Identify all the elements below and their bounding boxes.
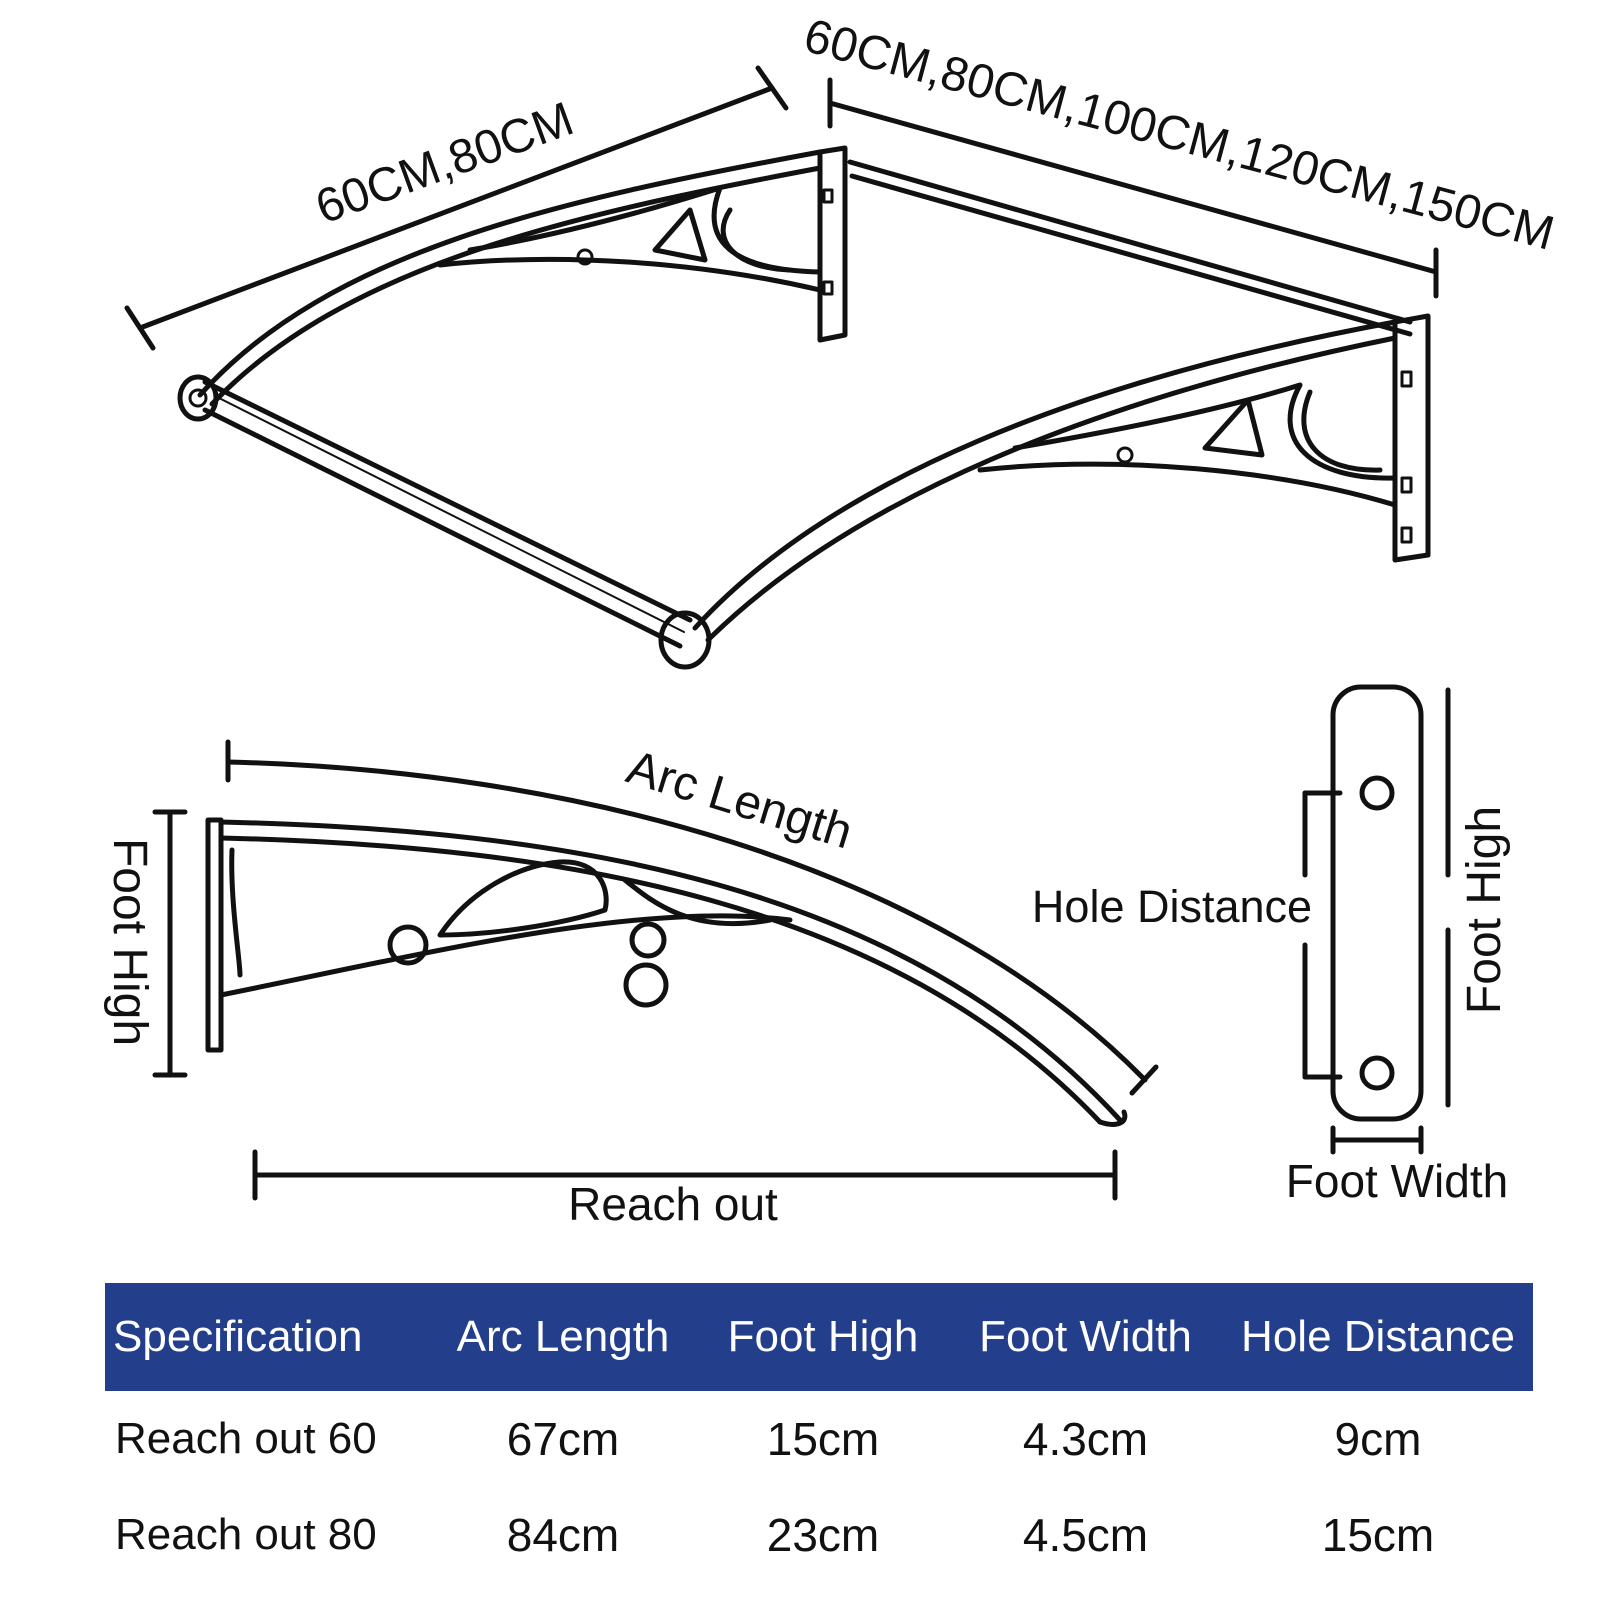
reach-out-dimension <box>252 1149 1118 1201</box>
reach-out-label: Reach out <box>568 1178 778 1230</box>
foot-width-dimension <box>1330 1125 1424 1155</box>
cell-arc-length: 84cm <box>506 1509 620 1561</box>
table-row: Reach out 80 84cm 23cm 4.5cm 15cm <box>105 1487 1533 1583</box>
foot-high-dimension-left <box>152 809 188 1078</box>
back-rail <box>847 159 1413 337</box>
foot-high-label-right: Foot High <box>1458 806 1511 1014</box>
arc-length-label: Arc Length <box>621 741 859 860</box>
header-arc-length: Arc Length <box>428 1283 698 1391</box>
left-bracket <box>197 145 848 407</box>
cell-hole-distance: 15cm <box>1321 1509 1435 1561</box>
lower-mounting-hole <box>1359 1055 1395 1091</box>
hole-distance-label: Hole Distance <box>1032 881 1312 932</box>
cell-foot-high: 23cm <box>766 1509 880 1561</box>
foot-plate-view <box>1302 684 1451 1155</box>
upper-mounting-hole <box>1359 775 1395 811</box>
cell-hole-distance: 9cm <box>1334 1413 1422 1465</box>
cell-specification: Reach out 60 <box>115 1414 377 1463</box>
canopy-perspective-view <box>124 65 1439 670</box>
foot-high-label-left: Foot High <box>103 838 156 1046</box>
bracket-side-view <box>152 739 1159 1201</box>
header-specification: Specification <box>105 1283 428 1391</box>
header-hole-distance: Hole Distance <box>1223 1283 1533 1391</box>
specification-table: Specification Arc Length Foot High Foot … <box>105 1283 1533 1583</box>
cell-foot-high: 15cm <box>766 1413 880 1465</box>
header-foot-width: Foot Width <box>948 1283 1223 1391</box>
arc-length-dimension <box>225 739 1159 1096</box>
cell-foot-width: 4.5cm <box>1022 1509 1149 1561</box>
cell-foot-width: 4.3cm <box>1022 1413 1149 1465</box>
depth-dimension-line <box>124 65 789 351</box>
foot-width-label: Foot Width <box>1286 1155 1508 1207</box>
cell-specification: Reach out 80 <box>115 1510 377 1559</box>
width-options-label: 60CM,80CM,100CM,120CM,150CM <box>799 9 1560 260</box>
foot-plate <box>1330 684 1424 1122</box>
table-header-row: Specification Arc Length Foot High Foot … <box>105 1283 1533 1391</box>
cell-arc-length: 67cm <box>506 1413 620 1465</box>
hole-distance-dimension <box>1302 790 1343 1080</box>
front-bar <box>177 374 712 670</box>
right-bracket <box>692 313 1431 643</box>
table-row: Reach out 60 67cm 15cm 4.3cm 9cm <box>105 1391 1533 1487</box>
side-bracket-profile <box>205 817 1128 1127</box>
header-foot-high: Foot High <box>698 1283 948 1391</box>
width-dimension-line <box>827 77 1439 299</box>
